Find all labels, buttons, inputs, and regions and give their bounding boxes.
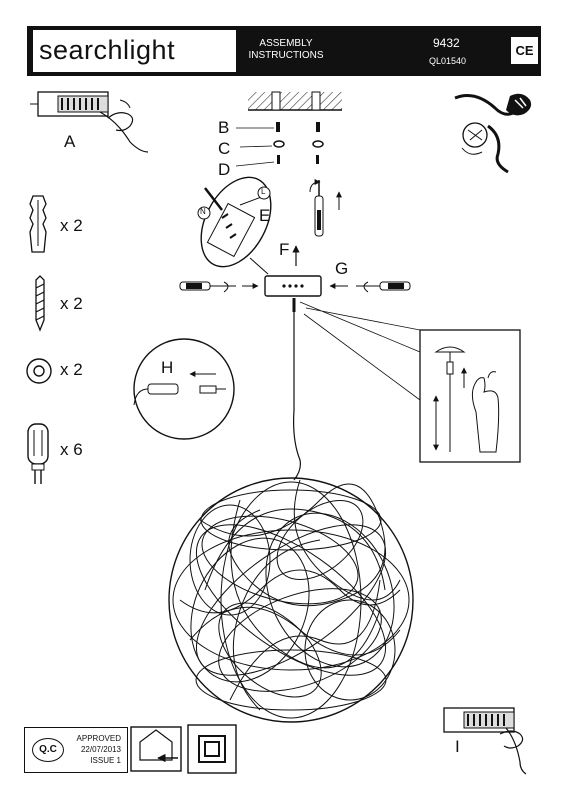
washer-icon [26,358,52,384]
qc-details: APPROVED 22/07/2013 ISSUE 1 [67,733,121,766]
step-label-c: C [218,139,231,158]
ceiling-icon [248,91,342,111]
side-screw-left-icon [179,281,259,293]
terminal-block-a-icon [30,91,149,153]
qc-status: APPROVED [76,734,121,743]
ce-mark-icon: CE [511,37,538,64]
title-line-2: INSTRUCTIONS [248,50,324,61]
neutral-marker: N [200,207,206,216]
connection-detail-icon [197,176,272,275]
model-number: 9432 [433,36,460,50]
step-label-b: B [218,118,230,137]
quantity-wall-plug: x 2 [60,216,83,235]
fixing-hardware-icon [235,122,324,167]
screw-icon [35,275,45,332]
callout-lines [299,301,421,401]
indoor-use-icon [130,726,182,772]
live-marker: L [261,187,266,196]
step-label-a: A [64,132,76,151]
quantity-screw: x 2 [60,294,83,313]
title-line-1: ASSEMBLY [259,38,313,49]
step-label-d: D [218,160,231,179]
suspension-cable-icon [293,298,301,481]
g4-bulb-icon [27,423,49,484]
bulb-fitting-illustration-icon [454,93,532,174]
step-label-g: G [335,259,349,278]
step-label-h: H [161,358,174,377]
qc-date: 22/07/2013 [80,745,121,754]
qc-approval-stamp: Q.C APPROVED 22/07/2013 ISSUE 1 [24,727,128,773]
qc-badge-icon: Q.C [32,738,64,762]
step-label-i: I [455,737,460,756]
brand-logo: searchlight [33,30,236,72]
step-label-e: E [259,206,271,225]
step-label-f: F [279,240,290,259]
height-adjust-detail-icon [419,329,521,463]
product-code: QL01540 [429,56,467,66]
screwdriver-up-icon [309,179,342,237]
double-insulation-icon [187,724,237,774]
document-title: ASSEMBLY INSTRUCTIONS [231,38,341,62]
side-screw-right-icon [329,281,411,293]
wire-sphere-shade-icon [168,477,414,723]
canopy-icon [264,245,322,297]
qc-issue: ISSUE 1 [90,756,121,765]
wall-plug-icon [29,195,47,253]
quantity-washer: x 2 [60,360,83,379]
quantity-bulb: x 6 [60,440,83,459]
connector-detail-icon [133,338,235,440]
terminal-block-i-icon [443,707,527,775]
brand-name: searchlight [39,35,176,65]
header-bar: searchlight ASSEMBLY INSTRUCTIONS 9432 Q… [27,26,541,76]
